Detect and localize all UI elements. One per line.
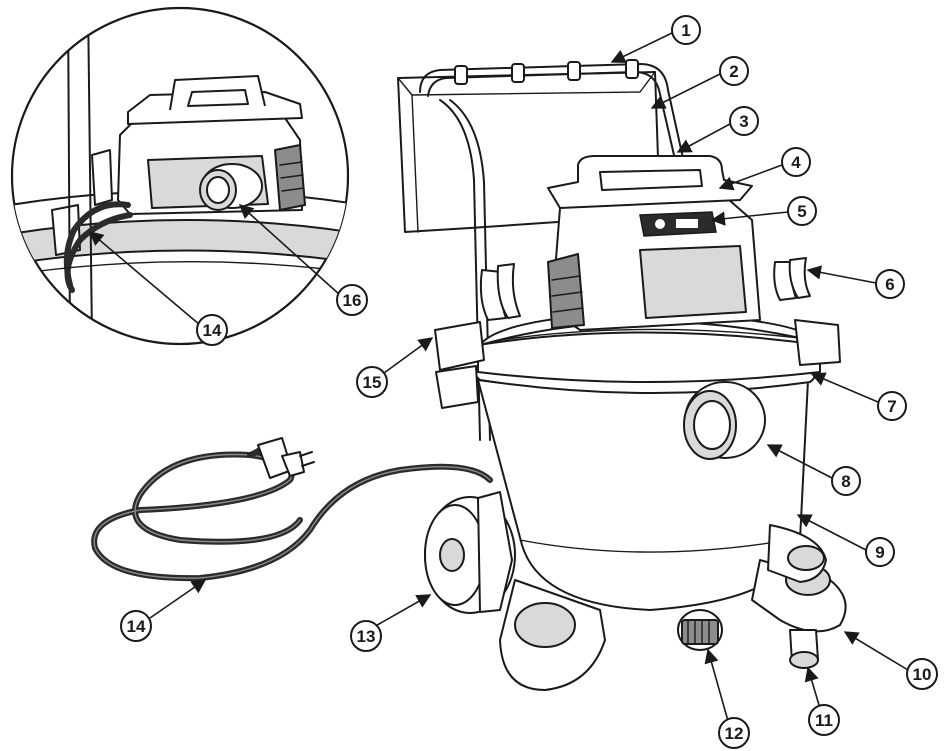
callouts: 1 2 3 4 5 6 7 8 <box>120 15 938 749</box>
callout-6: 6 <box>875 269 905 299</box>
callout-8-label: 8 <box>841 472 850 491</box>
callout-9-label: 9 <box>875 543 884 562</box>
rear-wheel <box>424 491 516 614</box>
callout-11: 11 <box>808 704 840 736</box>
blower-port <box>683 381 766 460</box>
dolly-base <box>499 524 847 691</box>
callout-14-inset: 14 <box>196 314 228 346</box>
callout-6-label: 6 <box>885 275 894 294</box>
callout-13: 13 <box>350 620 382 652</box>
callout-1: 1 <box>671 15 701 45</box>
callout-16-label: 16 <box>343 291 362 310</box>
callout-15-label: 15 <box>363 373 382 392</box>
callout-8: 8 <box>831 466 861 496</box>
inset-detail <box>10 6 350 346</box>
callout-11-label: 11 <box>815 711 833 730</box>
callout-12-label: 12 <box>725 724 744 743</box>
power-switch <box>639 211 717 237</box>
carry-handle <box>547 155 753 209</box>
callout-15: 15 <box>356 366 388 398</box>
callout-2-label: 2 <box>729 62 738 81</box>
caster <box>789 629 819 669</box>
callout-9: 9 <box>865 537 895 567</box>
power-plug <box>257 437 315 479</box>
callout-3: 3 <box>729 106 759 136</box>
hose-holders <box>479 257 811 321</box>
callout-7-label: 7 <box>887 397 896 416</box>
callout-5-label: 5 <box>797 202 806 221</box>
callout-10-label: 10 <box>913 665 932 684</box>
callout-13-label: 13 <box>357 627 376 646</box>
callout-4: 4 <box>781 147 811 177</box>
callout-10: 10 <box>906 658 938 690</box>
cart-handle <box>419 59 691 441</box>
inset-blower-port <box>199 163 263 211</box>
cord-wrap-hooks <box>434 319 841 409</box>
power-cord <box>91 437 493 582</box>
callout-12: 12 <box>718 717 750 749</box>
callout-4-label: 4 <box>791 153 801 172</box>
callout-7: 7 <box>877 391 907 421</box>
callout-5: 5 <box>787 196 817 226</box>
motor-head <box>547 191 761 331</box>
leader-lines <box>88 32 909 729</box>
callout-2: 2 <box>719 56 749 86</box>
callout-14-inset-label: 14 <box>203 321 222 340</box>
callout-14-cord: 14 <box>120 610 152 642</box>
handle-grip-clips <box>454 59 639 85</box>
callout-16: 16 <box>336 284 368 316</box>
drain-cap <box>677 609 723 651</box>
callout-3-label: 3 <box>739 112 748 131</box>
callout-14-cord-label: 14 <box>127 617 146 636</box>
callout-1-label: 1 <box>681 21 690 40</box>
